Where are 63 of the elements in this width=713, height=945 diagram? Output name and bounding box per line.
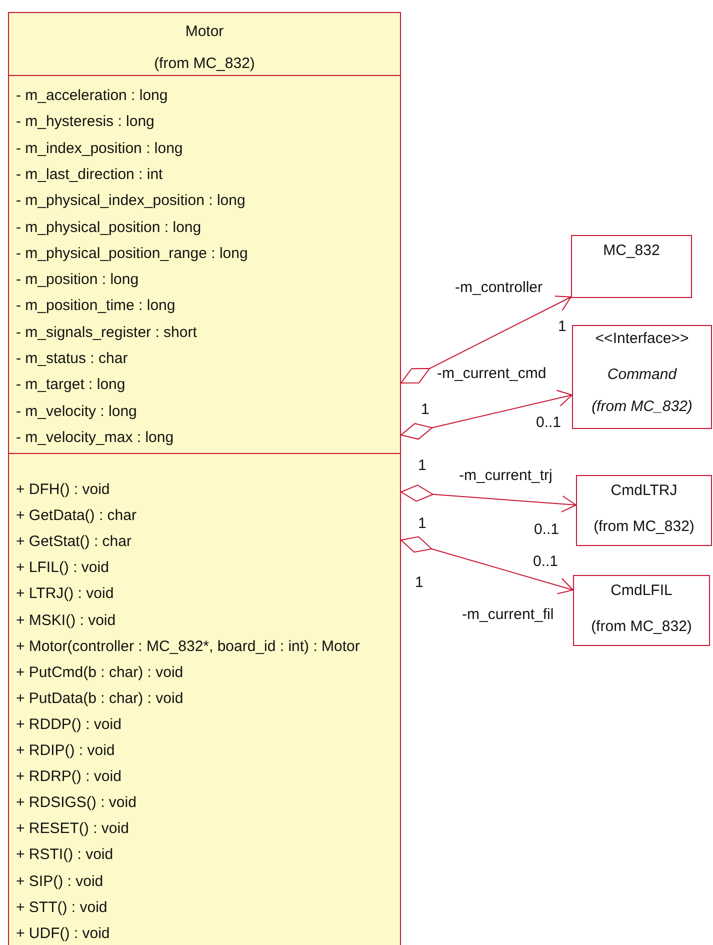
- interface-box: [572, 325, 712, 429]
- attribute-text: - m_signals_register : short: [16, 322, 197, 343]
- attribute-text: - m_acceleration : long: [16, 86, 168, 106]
- operation-text: + Motor(controller : MC_832*, board_id : int) : Motor: [16, 636, 360, 657]
- attribute-text: - m_position_time : long: [16, 296, 176, 316]
- attribute-text: - m_velocity : long: [16, 402, 137, 422]
- attribute-text: - m_status : char: [16, 349, 128, 369]
- multiplicity-label: 0..1: [534, 521, 560, 539]
- class-detail: (from MC_832): [592, 518, 696, 535]
- attribute-text: - m_velocity_max : long: [16, 428, 174, 448]
- aggregation-arrow: [400, 536, 574, 594]
- operation-text: + LTRJ() : void: [16, 584, 114, 604]
- operation-text: + RESET() : void: [16, 819, 129, 840]
- multiplicity-label: 0..1: [533, 553, 558, 571]
- operation-text: + RDRP() : void: [16, 767, 122, 788]
- operation-text: + GetStat() : char: [16, 532, 132, 552]
- attribute-text: - m_physical_position : long: [16, 218, 202, 238]
- multiplicity-label: 1: [418, 457, 426, 475]
- stereotype-label: <<Interface>>: [594, 330, 690, 347]
- class-box: [576, 475, 712, 546]
- attribute-text: - m_physical_index_position : long: [16, 191, 246, 212]
- multiplicity-label: 1: [415, 574, 424, 592]
- class-name: CmdLTRJ: [610, 482, 678, 499]
- attribute-text: - m_last_direction : int: [16, 164, 163, 185]
- attribute-text: - m_index_position : long: [16, 138, 183, 159]
- multiplicity-label: 1: [421, 401, 430, 419]
- class-name: Motor: [184, 23, 225, 40]
- class-name: MC_832: [602, 242, 661, 259]
- aggregation-arrow: [400, 484, 576, 512]
- class-box: [573, 575, 710, 646]
- class-detail: (from MC_832): [153, 55, 256, 72]
- operation-text: + UDF() : void: [16, 924, 110, 944]
- class-detail: Command: [606, 366, 678, 383]
- operation-text: + PutCmd(b : char) : void: [16, 662, 184, 683]
- aggregation-arrow: [400, 296, 572, 384]
- class-box: [8, 12, 401, 945]
- operation-text: + GetData() : char: [16, 506, 136, 526]
- role-label: -m_current_trj: [459, 467, 552, 485]
- aggregation-arrow: [400, 390, 572, 440]
- operation-text: + STT() : void: [16, 898, 108, 918]
- role-label: -m_current_fil: [462, 606, 554, 624]
- multiplicity-label: 0..1: [536, 414, 562, 432]
- class-box: [571, 235, 692, 298]
- operation-text: + MSKI() : void: [16, 610, 116, 630]
- operation-text: + SIP() : void: [16, 872, 104, 892]
- operation-text: + RDSIGS() : void: [16, 793, 136, 814]
- multiplicity-label: 1: [418, 515, 426, 533]
- operation-text: + PutData(b : char) : void: [16, 688, 184, 709]
- class-name: CmdLFIL: [610, 582, 674, 599]
- attribute-text: - m_physical_position_range : long: [16, 244, 248, 264]
- class-detail: (from MC_832): [590, 398, 694, 415]
- role-label: -m_controller: [455, 279, 543, 297]
- operation-text: + RDDP() : void: [16, 714, 122, 735]
- attribute-text: - m_hysteresis : long: [16, 112, 154, 132]
- class-detail: (from MC_832): [590, 618, 693, 635]
- attribute-text: - m_position : long: [16, 270, 139, 290]
- operation-text: + RSTI() : void: [16, 845, 114, 866]
- operation-text: + LFIL() : void: [16, 558, 109, 578]
- multiplicity-label: 1: [558, 318, 566, 336]
- operation-text: + DFH() : void: [16, 480, 110, 500]
- attribute-text: - m_target : long: [16, 375, 126, 396]
- operation-text: + RDIP() : void: [16, 741, 115, 761]
- role-label: -m_current_cmd: [437, 365, 546, 383]
